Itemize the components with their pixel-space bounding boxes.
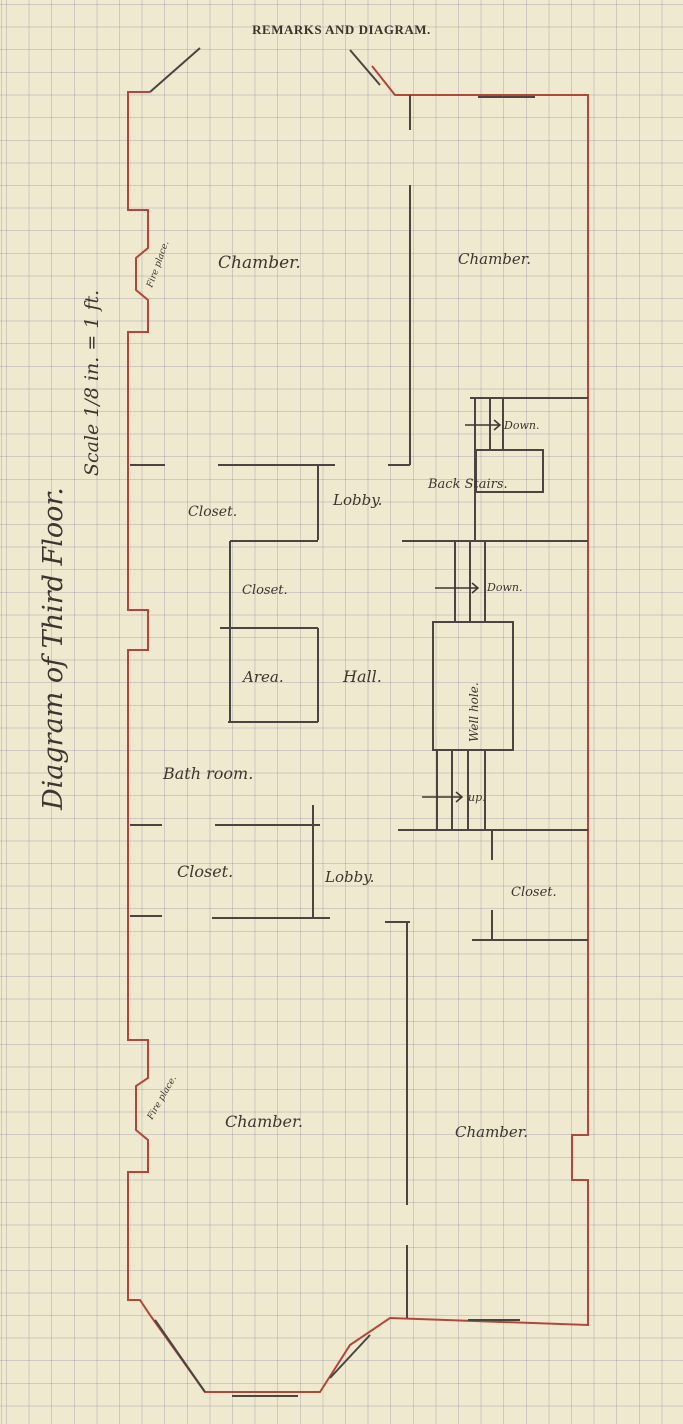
label-down: Down.: [503, 419, 539, 432]
room-label-bath-room: Bath room.: [162, 764, 253, 783]
room-label-lobby: Lobby.: [324, 868, 374, 886]
room-label-chamber: Chamber.: [458, 250, 531, 268]
bay-window-left: [149, 47, 201, 93]
label-down: Down.: [486, 581, 522, 594]
room-label-back-stairs: Back Stairs.: [427, 477, 508, 492]
label-well-hole: Well hole.: [467, 682, 481, 742]
room-label-chamber: Chamber.: [455, 1123, 528, 1141]
bay-window-bl: [154, 1319, 206, 1393]
diagram-title: Diagram of Third Floor.: [38, 487, 69, 811]
exterior-wall-outline: [127, 65, 589, 1393]
room-label-chamber: Chamber.: [225, 1112, 303, 1131]
room-label-chamber: Chamber.: [218, 253, 301, 273]
arrow-down-icon: [465, 419, 502, 431]
bay-window-right: [349, 49, 381, 86]
interior-walls: [130, 95, 588, 1318]
room-label-area: Area.: [241, 668, 284, 686]
diagram-scale: Scale 1/8 in. = 1 ft.: [81, 290, 103, 476]
room-label-closet: Closet.: [177, 862, 233, 881]
bay-window-br: [329, 1334, 371, 1379]
fire-place-label: Fire place.: [145, 240, 171, 290]
arrow-up-icon: [422, 791, 464, 803]
page-heading: REMARKS AND DIAGRAM.: [252, 22, 431, 37]
arrow-down-icon: [435, 582, 480, 594]
room-label-lobby: Lobby.: [332, 491, 382, 509]
room-label-closet: Closet.: [511, 885, 557, 900]
room-label-closet: Closet.: [188, 504, 237, 520]
room-label-hall: Hall.: [342, 667, 382, 686]
fire-place-label: Fire place.: [145, 1074, 179, 1122]
stair-arrows: [422, 419, 502, 803]
room-label-closet: Closet.: [242, 583, 288, 598]
label-up: up.: [468, 791, 486, 804]
